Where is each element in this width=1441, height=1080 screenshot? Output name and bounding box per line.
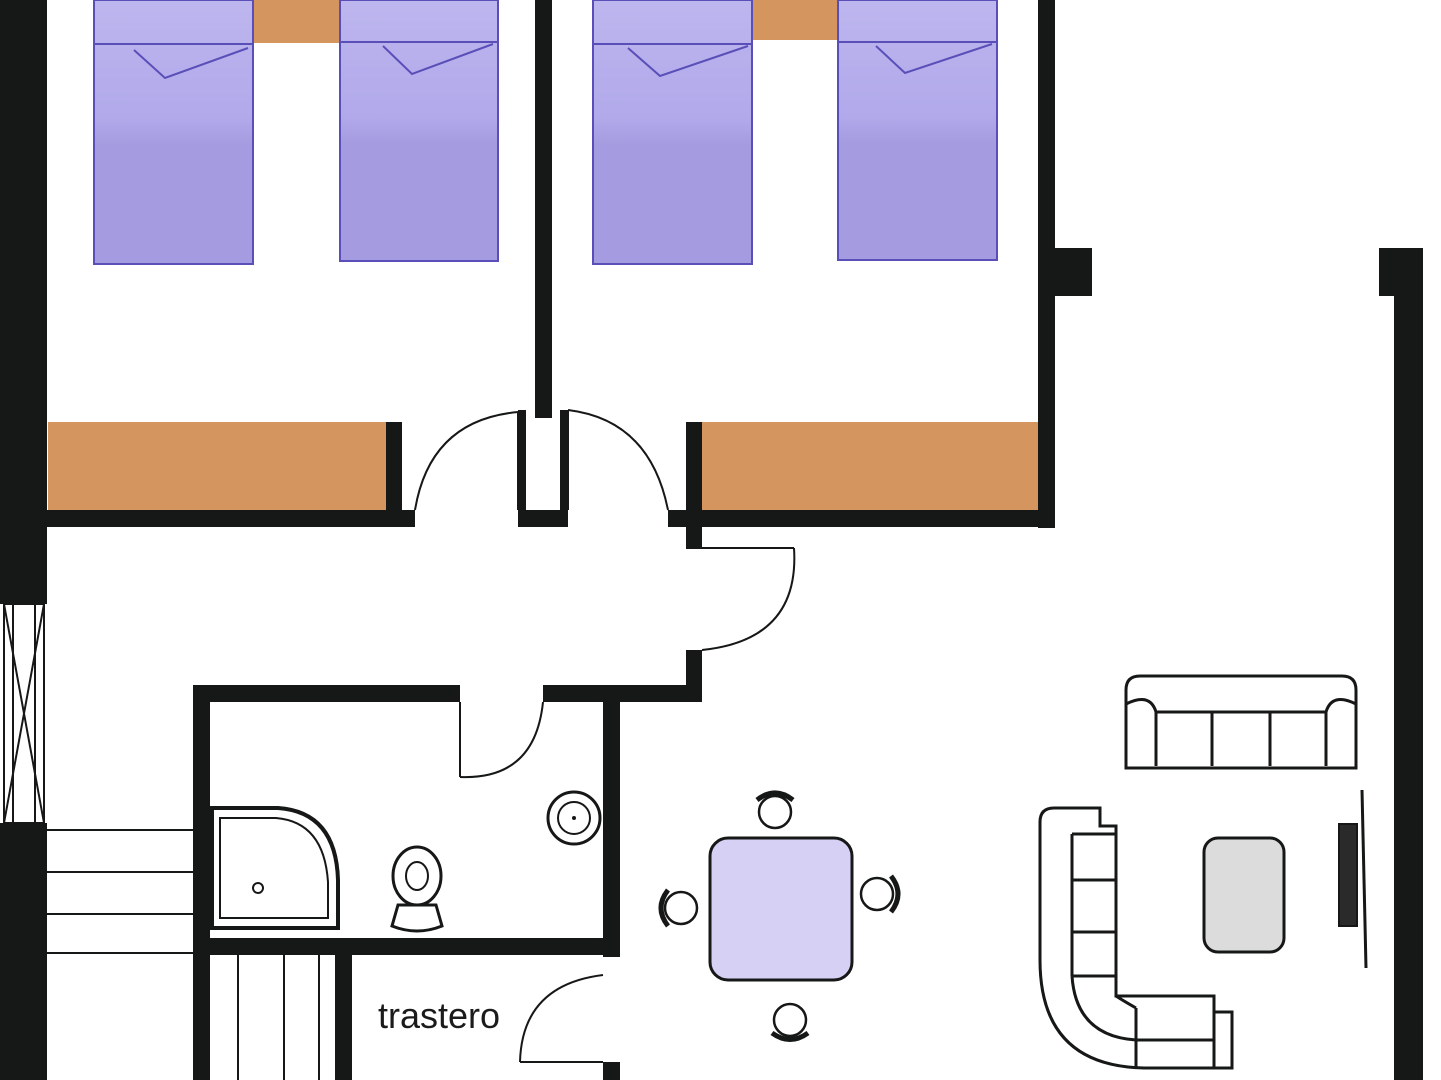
left-outer-wall-upper (0, 0, 47, 604)
corridor-wall-right (668, 510, 1055, 527)
shower-tray (210, 806, 340, 930)
storage-right-wall (603, 1062, 620, 1080)
dining-set (658, 790, 901, 1042)
chair (859, 874, 901, 914)
staircase-upper (47, 829, 193, 954)
bedroom-right-wall-stub (1038, 248, 1092, 296)
coffee-table (1202, 836, 1286, 954)
nightstand (752, 0, 840, 40)
bathroom-right-wall (603, 685, 620, 957)
right-outer-wall (1394, 248, 1423, 1080)
bedroom-2-furniture (592, 0, 1038, 510)
sofa (1124, 674, 1358, 770)
bed (837, 0, 998, 261)
door-living (701, 547, 796, 651)
toilet (390, 845, 444, 933)
door-bedroom-2 (567, 409, 669, 511)
bathroom-bottom-wall (193, 938, 620, 955)
storage-left-wall (335, 955, 352, 1080)
bed (339, 0, 499, 262)
corridor-wall-mid (518, 510, 568, 527)
chair (755, 790, 795, 830)
right-outer-wall-cap (1379, 248, 1423, 296)
bedroom-divider-wall (535, 0, 552, 418)
chair (770, 1002, 810, 1042)
bedroom-1-furniture (48, 0, 499, 510)
bathroom-left-wall (193, 685, 210, 1080)
door-post-mid-b (560, 410, 568, 527)
bathroom-top-wall-left (193, 685, 460, 702)
door-bedroom-1 (414, 411, 519, 511)
washbasin (546, 790, 602, 846)
bed (592, 0, 753, 265)
door-storage (519, 974, 604, 1063)
door-bathroom (459, 701, 544, 779)
corridor-wall-left (47, 510, 415, 527)
wardrobe (702, 422, 1038, 510)
window-left (3, 603, 45, 824)
bed (93, 0, 254, 265)
corner-sofa (1038, 806, 1234, 1070)
door-jamb-left (386, 422, 402, 527)
tv-unit (1338, 789, 1368, 969)
doors (414, 409, 796, 1063)
door-post-mid-a (518, 410, 526, 527)
wardrobe (48, 422, 386, 510)
staircase-lower (237, 955, 320, 1080)
chair (658, 888, 699, 928)
door-jamb-right (686, 422, 702, 549)
tv-screen (1338, 823, 1358, 927)
tv-stand (1360, 789, 1368, 969)
nightstand (253, 0, 341, 43)
dining-table (708, 836, 854, 982)
bathroom-top-wall-right (543, 685, 702, 702)
left-outer-wall-lower (0, 823, 47, 1080)
storage-room-label: trastero (378, 995, 500, 1036)
